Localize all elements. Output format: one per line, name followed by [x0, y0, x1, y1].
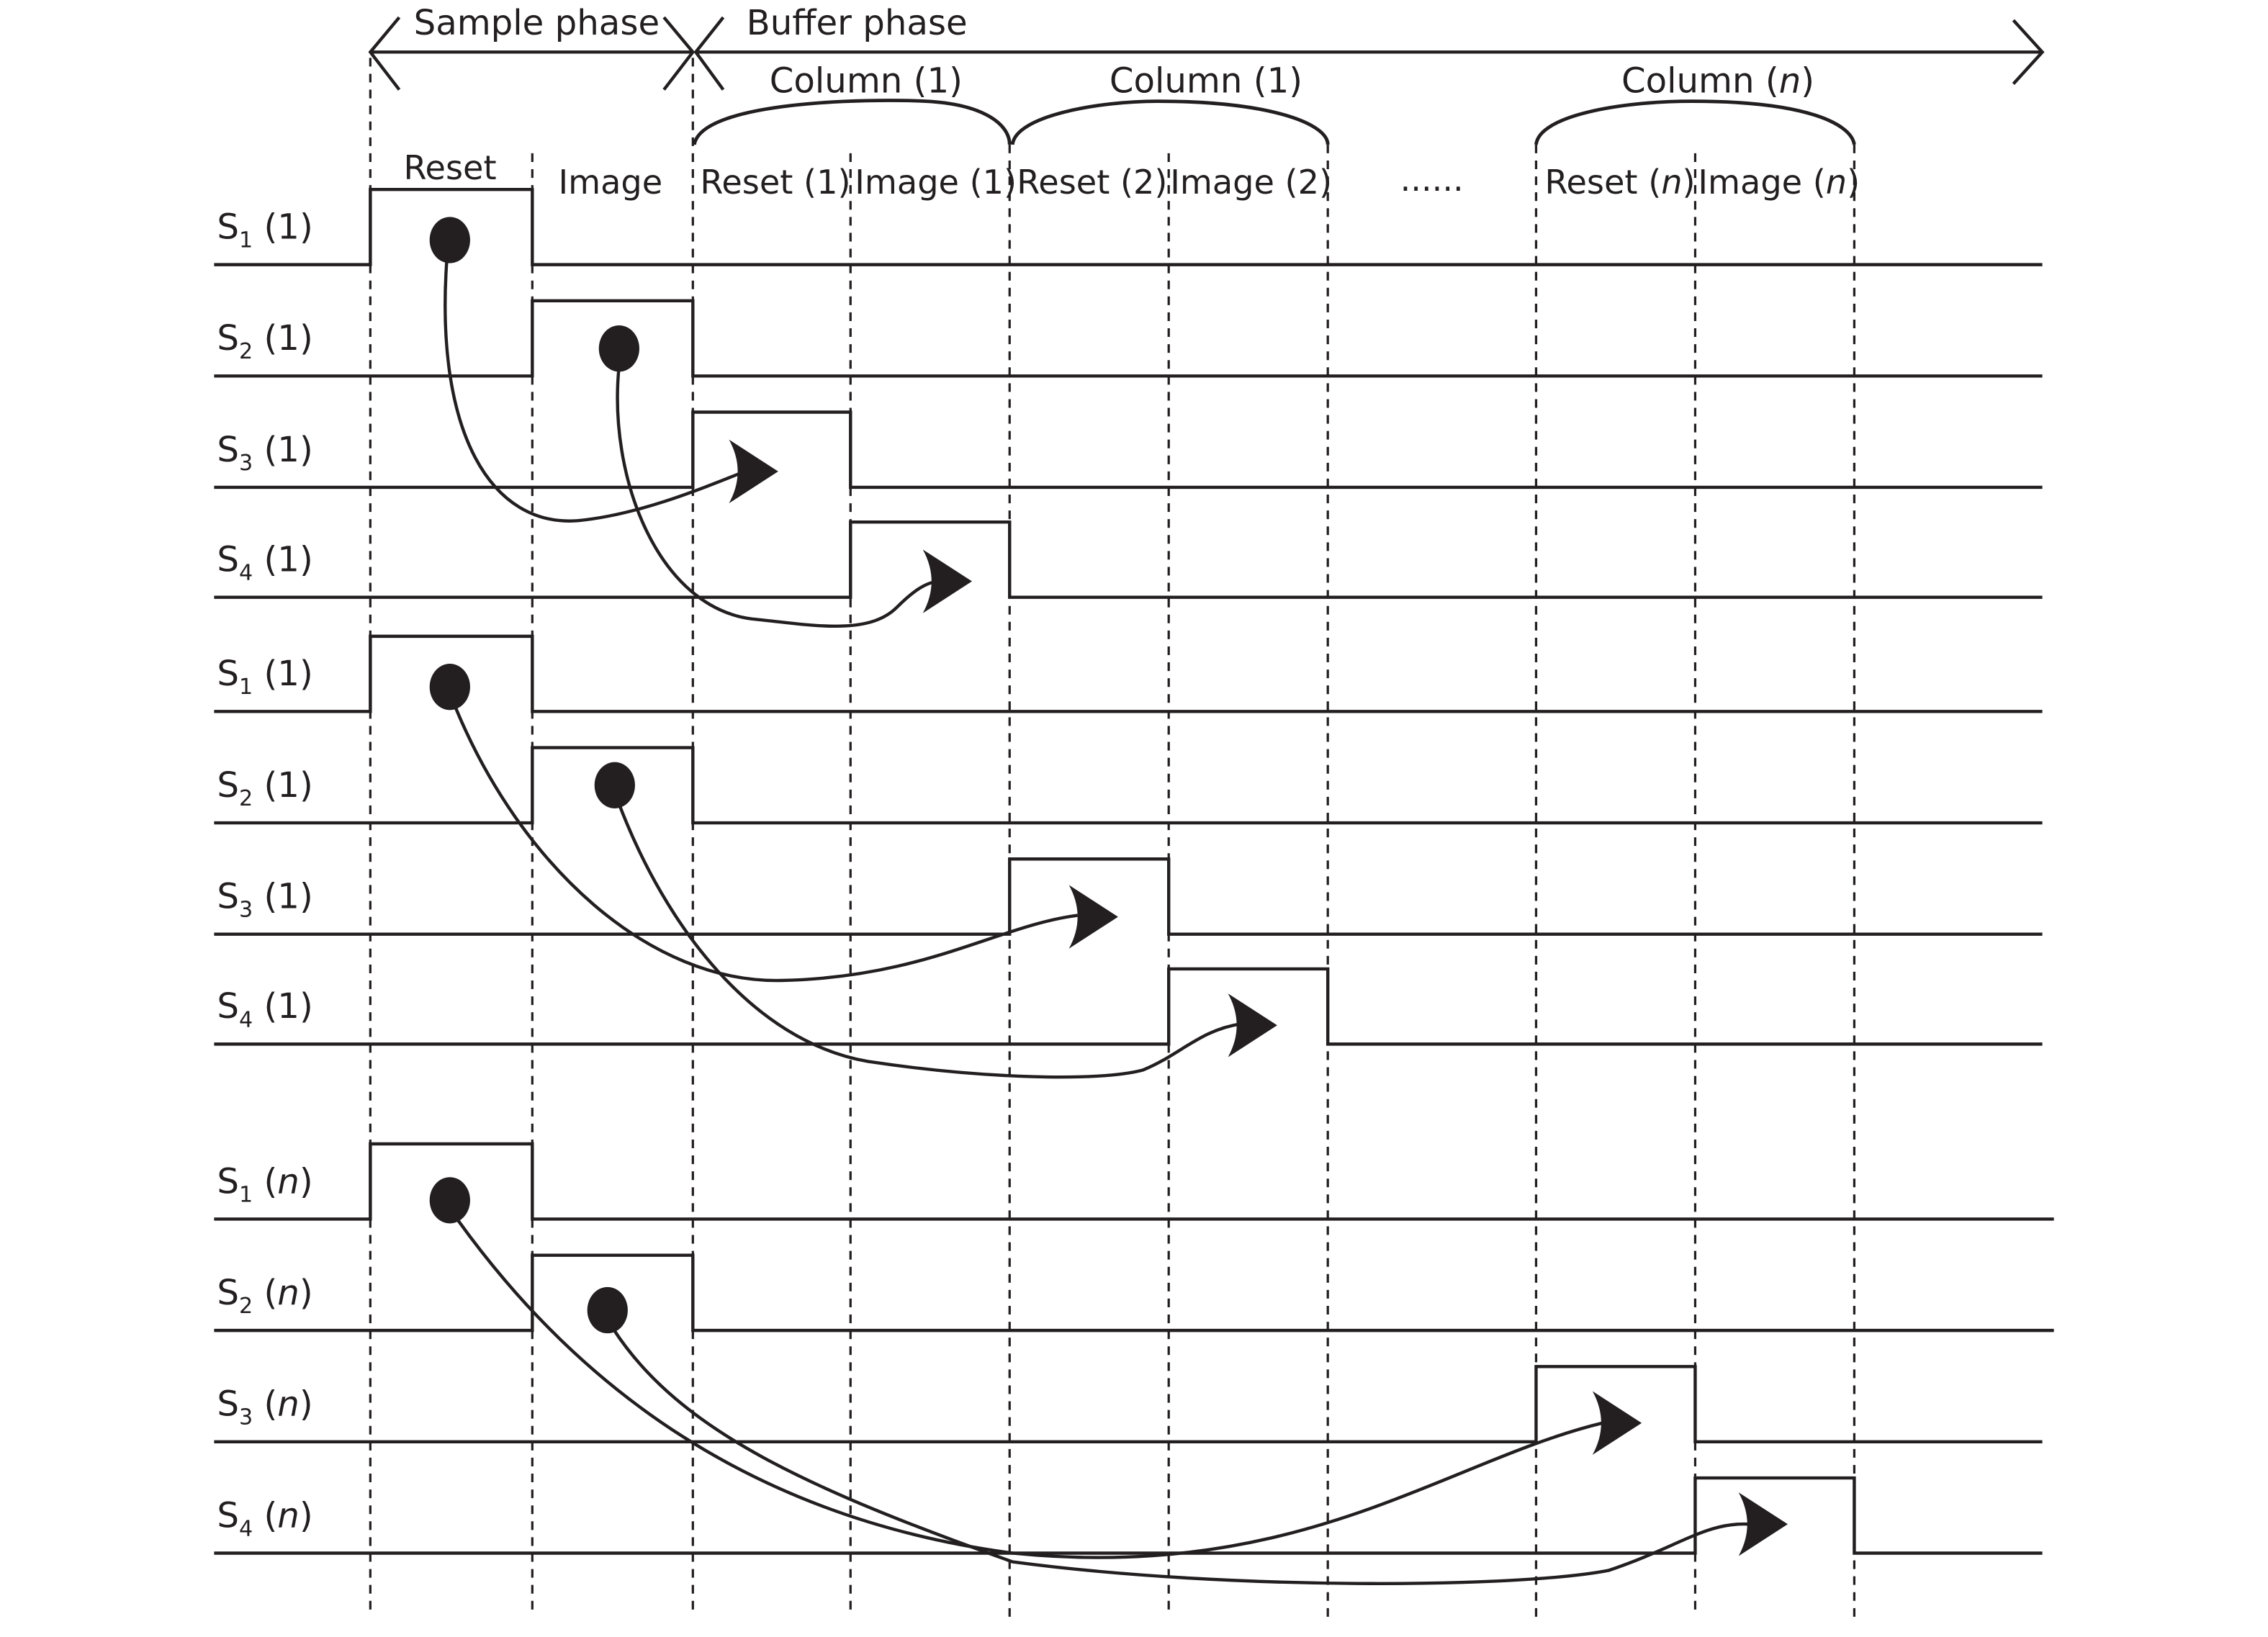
signal-label: S2 (1): [217, 765, 312, 811]
charge-dot-icon: [594, 762, 635, 808]
slot-label-reset-1: Reset (1): [700, 163, 850, 202]
buffer-phase-label: Buffer phase: [747, 3, 968, 43]
ellipsis: ......: [1400, 160, 1464, 199]
phase-arrows: [368, 16, 2045, 91]
slot-label-image-n: Image (n): [1698, 163, 1860, 202]
slot-label-image-2: Image (2): [1170, 163, 1332, 202]
column-label-1: Column (1): [770, 61, 963, 102]
sample-phase-label: Sample phase: [414, 3, 660, 43]
arrowhead-icon: [1228, 993, 1277, 1057]
transfer-curve: [616, 366, 940, 628]
column-brace-n: [1534, 99, 1856, 145]
column-brace-1: [692, 99, 1012, 145]
signal-label: S1 (n): [217, 1161, 312, 1207]
signal-label: S1 (1): [217, 654, 312, 700]
slot-boundaries: [369, 58, 1856, 1617]
transfer-arrows: [429, 217, 1788, 1585]
transfer-curve: [611, 1327, 1750, 1585]
signal-waveform: [214, 634, 2043, 713]
signal-waveforms: [214, 187, 2054, 1555]
transfer-curve: [456, 1218, 1603, 1559]
sample-phase-left-arrowhead-icon: [368, 16, 401, 91]
slot-label-reset-2: Reset (2): [1017, 163, 1167, 202]
signal-label: S2 (n): [217, 1273, 312, 1319]
column-braces: [692, 99, 1856, 145]
column-brace-2: [1010, 99, 1330, 145]
signal-label: S4 (1): [217, 539, 312, 585]
buffer-phase-right-arrowhead-icon: [2012, 19, 2045, 85]
signal-waveform: [214, 1476, 2043, 1555]
signal-label: S1 (1): [217, 207, 312, 253]
signal-label: S3 (1): [217, 877, 312, 923]
signal-label: S2 (1): [217, 318, 312, 364]
slot-label-image-1: Image (1): [855, 163, 1017, 202]
arrowhead-icon: [1738, 1492, 1788, 1556]
column-label-2: Column (1): [1110, 61, 1302, 102]
signal-waveform: [214, 520, 2043, 599]
signal-label: S3 (n): [217, 1384, 312, 1430]
arrowhead-icon: [1592, 1391, 1642, 1455]
arrowhead-icon: [1068, 885, 1118, 949]
transfer-curve: [444, 257, 746, 523]
signal-label: S4 (1): [217, 986, 312, 1032]
charge-dot-icon: [587, 1286, 628, 1334]
sample-phase-right-arrowhead-icon: [662, 16, 696, 91]
slot-label-image: Image: [558, 163, 662, 202]
charge-dot-icon: [429, 217, 470, 263]
signal-waveform: [214, 1142, 2054, 1221]
slot-label-reset: Reset: [404, 148, 497, 187]
signal-waveform: [214, 967, 2043, 1046]
signal-waveform: [214, 187, 2043, 266]
arrowhead-icon: [729, 439, 778, 504]
signal-waveform: [214, 746, 2043, 825]
signal-waveform: [214, 299, 2043, 378]
column-label-n: Column (n): [1621, 61, 1814, 102]
slot-label-reset-n: Reset (n): [1545, 163, 1696, 202]
signal-label: S4 (n): [217, 1495, 312, 1541]
charge-dot-icon: [429, 1177, 470, 1224]
buffer-phase-left-arrowhead-icon: [693, 16, 725, 91]
signal-waveform: [214, 1365, 2043, 1444]
signal-waveform: [214, 857, 2043, 936]
signal-waveform: [214, 1253, 2054, 1332]
transfer-curve: [617, 803, 1241, 1079]
arrowhead-icon: [922, 549, 973, 613]
charge-dot-icon: [429, 664, 470, 711]
signal-waveform: [214, 410, 2043, 490]
signal-labels: S1 (1) S2 (1) S3 (1) S4 (1) S1 (1) S2 (1) S3 (…: [217, 207, 312, 1541]
transfer-curve: [452, 703, 1078, 983]
signal-label: S3 (1): [217, 430, 312, 476]
charge-dot-icon: [598, 325, 639, 372]
